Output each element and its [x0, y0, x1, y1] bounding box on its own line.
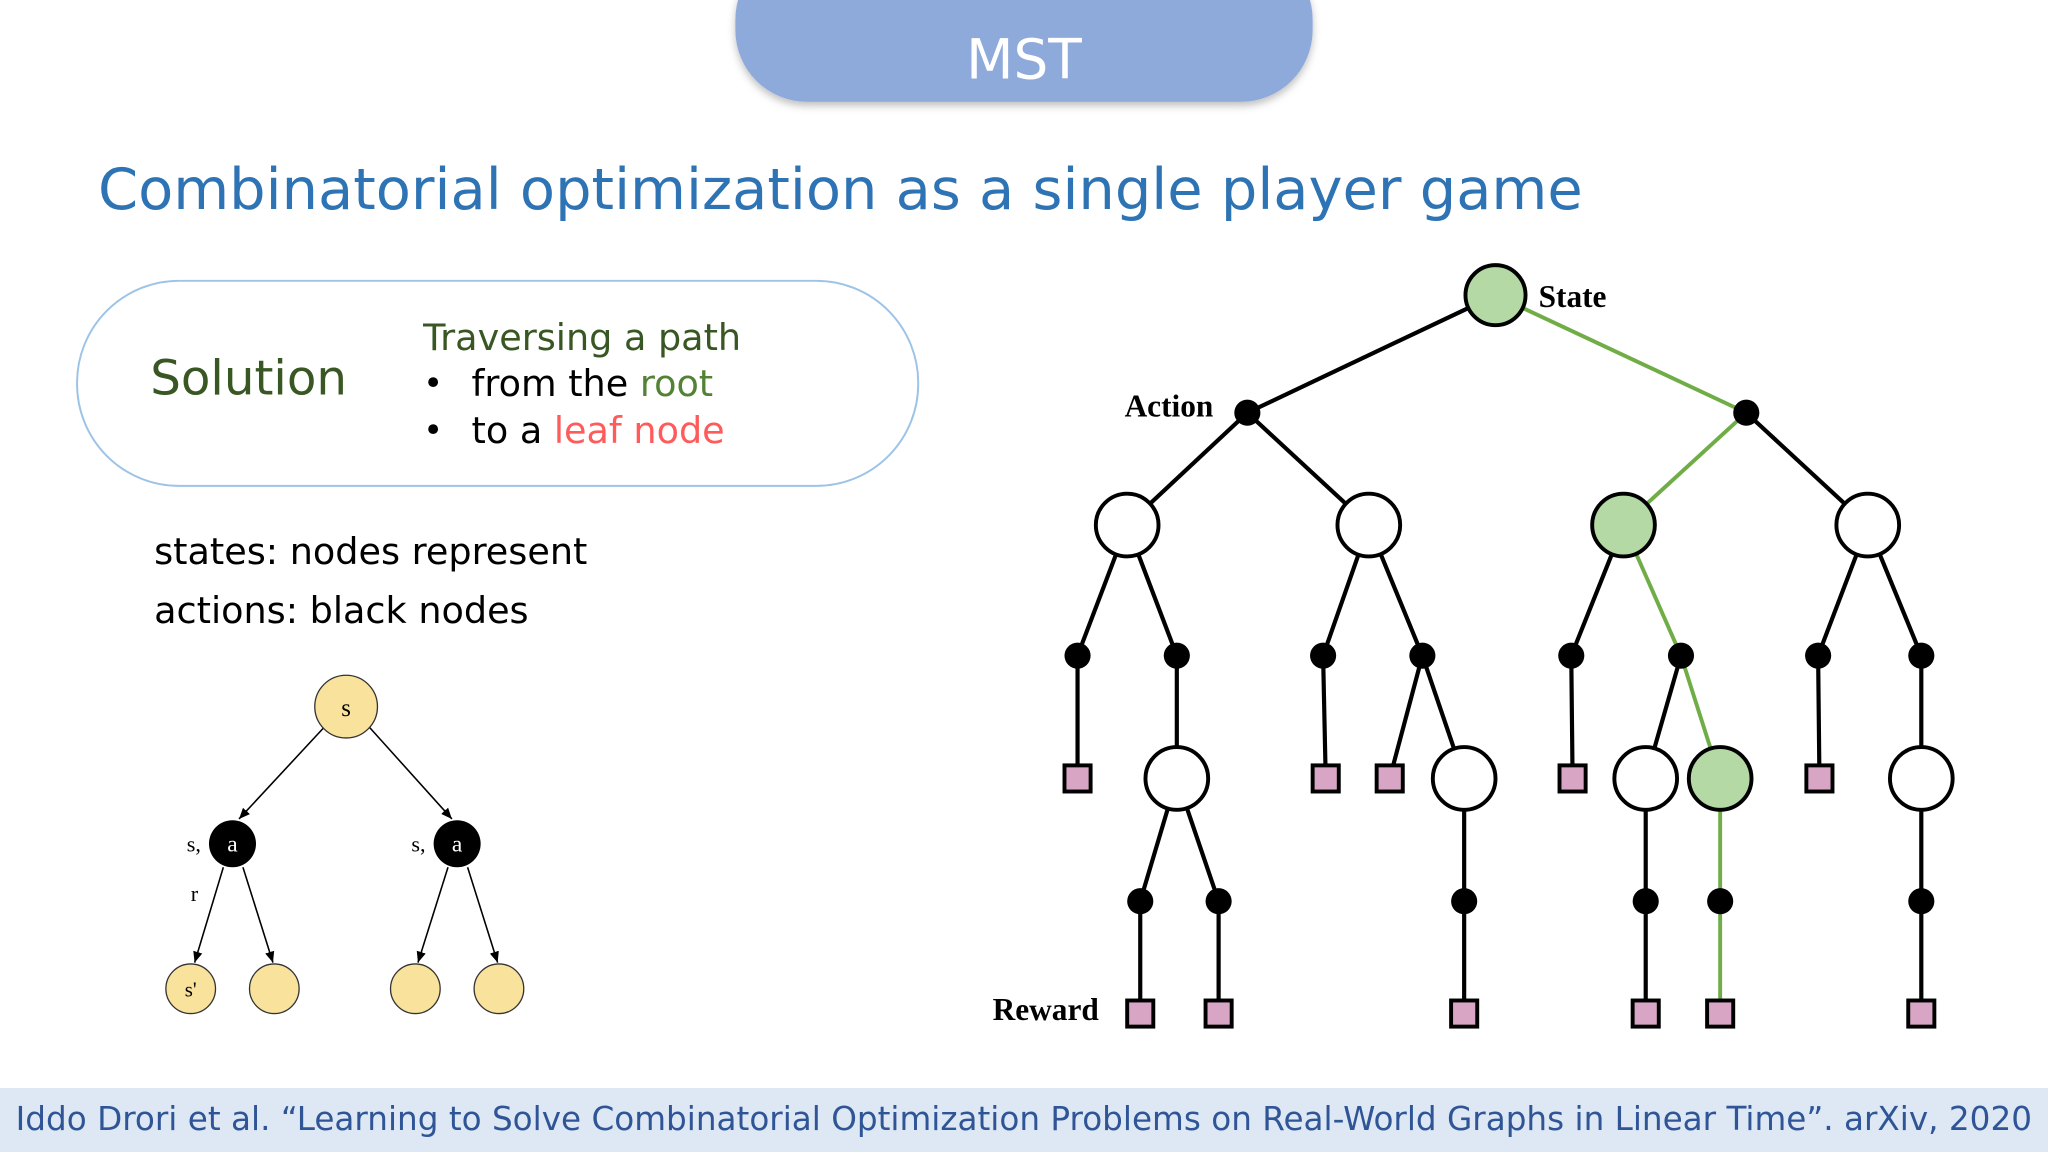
- definition-states: states: nodes represent: [154, 530, 587, 573]
- tree-edge: [1569, 655, 1575, 779]
- action-node: [1310, 642, 1337, 669]
- reward-node: [1449, 998, 1480, 1029]
- path-edge: [1494, 293, 1748, 415]
- action-node: [1451, 888, 1478, 915]
- reward-node: [1310, 763, 1341, 794]
- solution-box: Solution Traversing a path • from the ro…: [76, 279, 920, 487]
- state-node: [1888, 745, 1955, 812]
- reward-node: [1125, 998, 1156, 1029]
- small-next-state-label: s': [185, 978, 197, 1002]
- footer: Iddo Drori et al. “Learning to Solve Com…: [0, 1088, 2048, 1152]
- header-tab: MST: [735, 0, 1313, 102]
- action-node: [1632, 888, 1659, 915]
- small-root-label: s: [341, 695, 351, 722]
- action-label: Action: [1125, 389, 1214, 424]
- tree-edge: [1816, 655, 1822, 779]
- tree-edge: [1321, 655, 1328, 779]
- state-node: [1143, 745, 1211, 812]
- state-node: [1430, 745, 1498, 812]
- state-label: State: [1539, 279, 1607, 314]
- reward-node: [1804, 763, 1835, 794]
- slide-title: Combinatorial optimization as a single p…: [98, 156, 1583, 223]
- small-action-label: a: [452, 832, 463, 858]
- solution-label: Solution: [150, 350, 347, 406]
- path-state-node: [1686, 745, 1754, 812]
- action-node: [1163, 642, 1190, 669]
- bullet-dot: •: [423, 410, 443, 450]
- action-node: [1908, 888, 1935, 915]
- state-node: [1834, 491, 1902, 559]
- action-node: [1234, 399, 1261, 426]
- state-node: [1335, 491, 1403, 559]
- reward-label: Reward: [993, 992, 1100, 1027]
- small-leaf-node: [389, 963, 441, 1015]
- reward-node: [1906, 998, 1937, 1029]
- small-leaf-node: [165, 963, 217, 1015]
- action-node: [1558, 642, 1585, 669]
- bullet-dot: •: [423, 363, 443, 403]
- path-state-node: [1590, 491, 1657, 559]
- path-state-node: [1463, 263, 1528, 328]
- action-node: [1733, 399, 1760, 426]
- reward-node: [1705, 998, 1736, 1029]
- action-node: [1205, 888, 1232, 915]
- citation: Iddo Drori et al. “Learning to Solve Com…: [16, 1100, 2032, 1138]
- action-node: [1064, 642, 1091, 669]
- state-node: [1612, 745, 1680, 812]
- header-title: MST: [966, 27, 1082, 91]
- game-tree-diagram: [1062, 263, 1955, 1029]
- definition-actions: actions: black nodes: [154, 589, 529, 632]
- bullet-from-root: from the root: [472, 362, 714, 405]
- tree-edge: [1387, 655, 1425, 779]
- small-reward-label: r: [191, 881, 199, 906]
- action-node: [1707, 888, 1734, 915]
- small-leaf-node: [473, 963, 525, 1015]
- action-node: [1127, 888, 1154, 915]
- state-node: [1093, 491, 1161, 559]
- small-action-prefix: s,: [187, 832, 201, 857]
- tree-edge: [1246, 293, 1497, 415]
- small-action-node: [208, 820, 256, 868]
- reward-node: [1630, 998, 1661, 1029]
- small-action-prefix: s,: [411, 832, 425, 857]
- small-action-label: a: [227, 832, 238, 858]
- small-tree-diagram: s a a s, s, r s': [165, 674, 525, 1015]
- small-leaf-node: [248, 963, 300, 1015]
- action-node: [1908, 642, 1935, 669]
- action-node: [1805, 642, 1832, 669]
- reward-node: [1203, 998, 1234, 1029]
- small-action-node: [433, 820, 481, 868]
- solution-heading: Traversing a path: [422, 316, 741, 359]
- bullet-to-leaf: to a leaf node: [472, 409, 725, 452]
- action-node: [1409, 642, 1436, 669]
- definitions: states: nodes represent actions: black n…: [154, 530, 587, 632]
- reward-node: [1374, 763, 1405, 794]
- action-node: [1667, 642, 1695, 669]
- small-root-node: [314, 674, 379, 739]
- reward-node: [1062, 763, 1093, 794]
- reward-node: [1557, 763, 1588, 794]
